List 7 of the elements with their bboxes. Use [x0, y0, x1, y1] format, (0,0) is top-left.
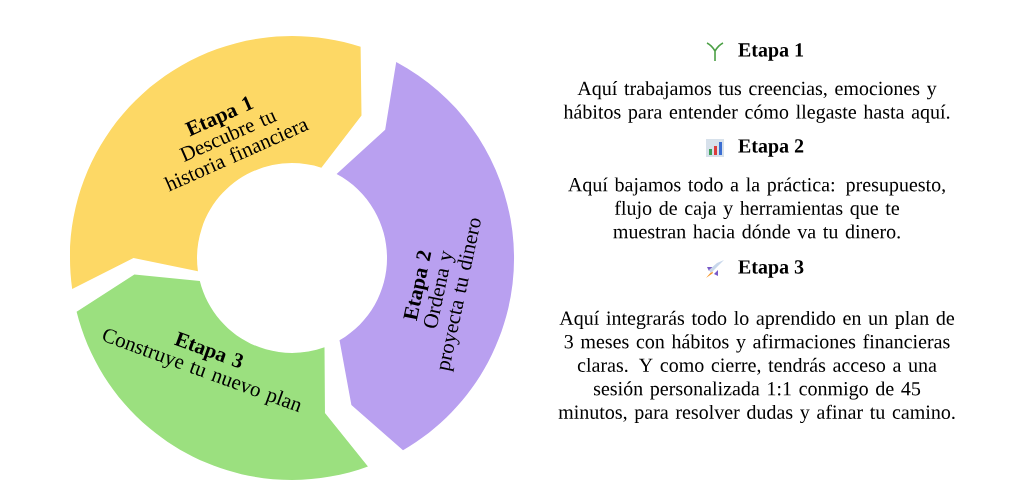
stage-segment: Etapa 2 Ordena y proyecta tu dinero: [336, 62, 514, 451]
description-text: Aquí trabajamos tus creencias, emociones y hábitos para entender cómo llegaste hasta aquí.: [563, 81, 950, 123]
description-text: Aquí bajamos todo a la práctica: presupuesto, flujo de caja y herramientas que te muestran hacia dónde va tu dinero.: [568, 177, 945, 239]
description-text: Aquí integrarás todo lo aprendido en un plan de 3 meses con hábitos y afirmaciones financieras claras. Y como cierre, tendrás acceso a una sesión personalizada 1:1 conmigo de 45 minutos, para resolver dudas y afinar tu camino.: [558, 310, 955, 424]
stage-heading: Etapa 3: [738, 260, 804, 278]
stage-heading: Etapa 1: [738, 43, 804, 61]
stage-heading: Etapa 2: [738, 139, 804, 157]
